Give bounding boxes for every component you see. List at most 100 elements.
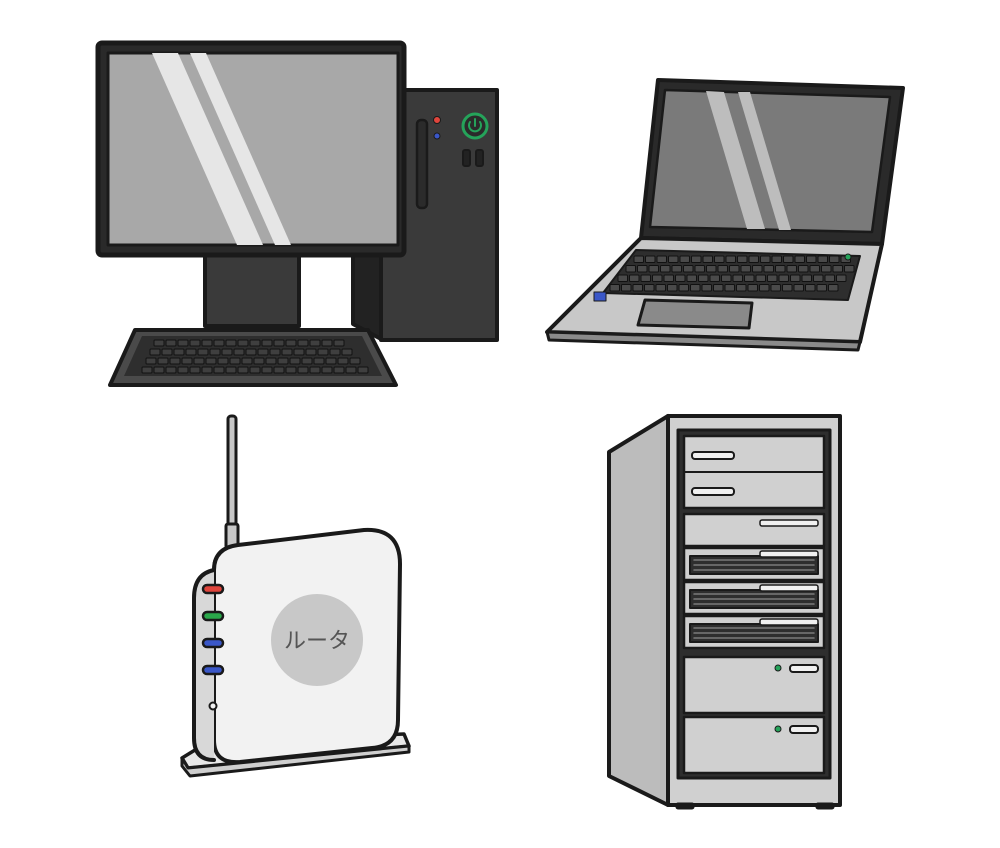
key (149, 348, 161, 356)
laptop (545, 78, 905, 352)
key (213, 366, 225, 374)
wifi-router: ルータ (180, 414, 411, 778)
usb-port-icon (475, 149, 484, 167)
key (205, 357, 217, 365)
led-red (201, 583, 225, 595)
key (265, 357, 277, 365)
key (725, 255, 736, 263)
status-led (774, 725, 782, 733)
key (740, 265, 751, 273)
key (241, 357, 253, 365)
key (767, 274, 778, 282)
key (744, 274, 755, 282)
key (249, 366, 261, 374)
key (313, 357, 325, 365)
key (760, 255, 771, 263)
key (652, 274, 663, 282)
key (329, 348, 341, 356)
usb-port-icon (462, 149, 471, 167)
monitor-screen (106, 51, 400, 247)
key (663, 274, 674, 282)
key (701, 284, 712, 292)
key (806, 255, 817, 263)
key (289, 357, 301, 365)
key (145, 357, 157, 365)
key (185, 348, 197, 356)
key (321, 366, 333, 374)
key (189, 366, 201, 374)
key (824, 274, 835, 282)
key (660, 265, 671, 273)
led-green (201, 610, 225, 622)
key (261, 339, 273, 347)
status-led-red (433, 116, 441, 124)
key (698, 274, 709, 282)
key (301, 357, 313, 365)
power-led (844, 253, 852, 261)
key (648, 265, 659, 273)
key (702, 255, 713, 263)
hdd-bay (682, 512, 826, 548)
key (617, 274, 628, 282)
key (169, 357, 181, 365)
key (225, 339, 237, 347)
key (181, 357, 193, 365)
key (333, 366, 345, 374)
desktop-monitor (95, 40, 407, 258)
key (683, 265, 694, 273)
key (357, 366, 369, 374)
key (217, 357, 229, 365)
key (225, 366, 237, 374)
status-led-blue (433, 132, 441, 140)
key (237, 339, 249, 347)
key (257, 348, 269, 356)
key (691, 255, 702, 263)
hdd-bays (682, 512, 826, 650)
key (717, 265, 728, 273)
key (237, 366, 249, 374)
key (233, 348, 245, 356)
key (349, 357, 361, 365)
key (293, 348, 305, 356)
key (261, 366, 273, 374)
router-logo-text: ルータ (284, 629, 350, 654)
key (667, 284, 678, 292)
key (805, 284, 816, 292)
server-tower (607, 414, 842, 810)
key (770, 284, 781, 292)
key (832, 265, 843, 273)
reset-button (208, 701, 218, 711)
key (755, 274, 766, 282)
key (633, 255, 644, 263)
key (809, 265, 820, 273)
key (333, 339, 345, 347)
key (678, 284, 689, 292)
key (782, 284, 793, 292)
server-foot (815, 802, 835, 810)
key (656, 255, 667, 263)
key (229, 357, 241, 365)
key (625, 265, 636, 273)
key (177, 366, 189, 374)
key (177, 339, 189, 347)
server-side-panel (607, 414, 670, 807)
desktop-pc (95, 40, 499, 387)
key (325, 357, 337, 365)
server-foot (675, 802, 695, 810)
key (297, 366, 309, 374)
key (828, 284, 839, 292)
key (269, 348, 281, 356)
key (790, 274, 801, 282)
key (709, 274, 720, 282)
key (309, 339, 321, 347)
key (209, 348, 221, 356)
key (201, 339, 213, 347)
key (629, 274, 640, 282)
key (801, 274, 812, 282)
key (724, 284, 735, 292)
key (786, 265, 797, 273)
key (675, 274, 686, 282)
monitor-stand (203, 248, 301, 328)
key (157, 357, 169, 365)
